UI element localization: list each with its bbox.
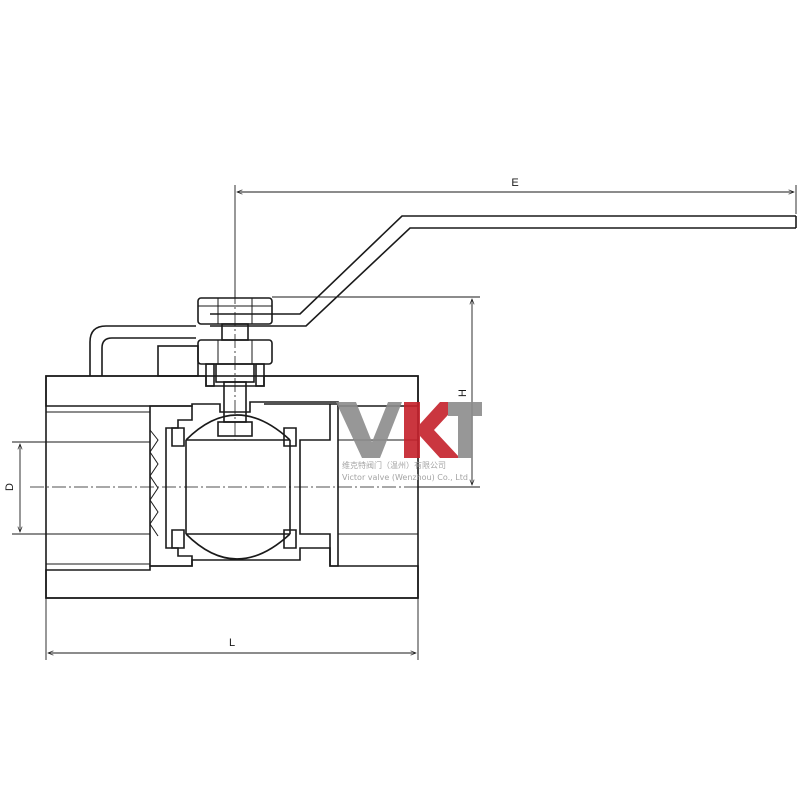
logo-v-letter <box>336 402 402 458</box>
handle-lever <box>89 215 797 377</box>
dimension-l-label: L <box>229 637 235 649</box>
watermark-company-cn: 维克特阀门（温州）有限公司 <box>342 460 446 470</box>
ball <box>185 414 291 560</box>
logo-t-letter <box>448 402 482 458</box>
vkt-watermark-logo: 维克特阀门（温州）有限公司 Victor valve (Wenzhou) Co.… <box>336 402 482 482</box>
dimension-d: D <box>4 441 46 535</box>
valve-body <box>45 375 419 599</box>
dimension-e-label: E <box>511 177 518 189</box>
watermark-company-en: Victor valve (Wenzhou) Co., Ltd <box>342 473 468 482</box>
dimension-d-label: D <box>4 483 16 491</box>
dimension-e: E <box>234 177 797 298</box>
dimension-h-label: H <box>457 389 469 397</box>
dimension-l: L <box>45 598 419 660</box>
logo-k-letter <box>404 402 460 458</box>
seat-rings <box>171 427 297 549</box>
